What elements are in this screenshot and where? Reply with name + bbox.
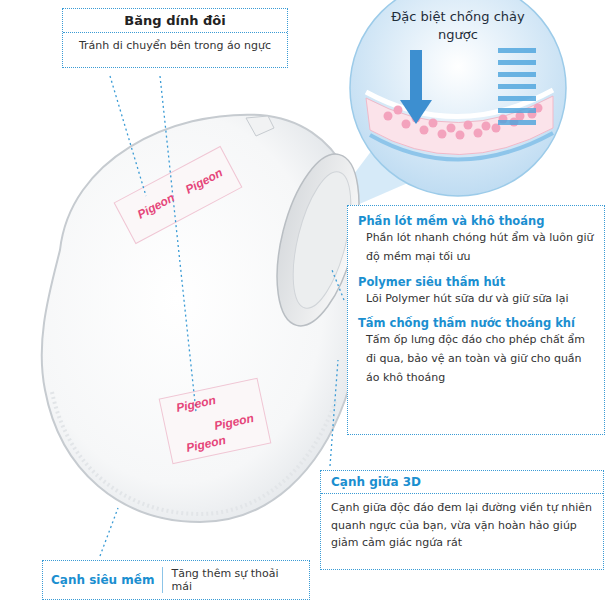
polymer-bead: [464, 121, 473, 130]
polymer-bead: [402, 120, 411, 129]
callout-heading: Băng dính đôi: [63, 9, 287, 33]
polymer-bead: [456, 131, 465, 140]
brand-logo: Pigeon: [135, 190, 177, 221]
brand-logo: Pigeon: [185, 433, 227, 455]
magnifier-circle: [350, 0, 566, 196]
callout-heading: Phần lót mềm và khô thoáng: [358, 214, 596, 228]
brand-logo: Pigeon: [213, 411, 255, 433]
polymer-bead: [394, 106, 403, 115]
callout-heading: Cạnh giữa 3D: [321, 471, 603, 494]
callout-text: Polymer siêu thấm hút: [358, 275, 596, 289]
polymer-bead: [482, 122, 491, 131]
airflow-stripe: [498, 72, 536, 77]
leader-line: [160, 76, 196, 412]
pad-soft-edge: [52, 392, 336, 514]
flow-arrow: [400, 100, 432, 124]
leader-line: [110, 76, 146, 196]
leader-line: [330, 360, 338, 466]
airflow-stripe: [498, 108, 536, 113]
airflow-stripe: [498, 48, 536, 53]
airflow-stripe: [498, 96, 536, 101]
callout-text: Tấm chống thấm nước thoáng khí: [358, 316, 596, 330]
polymer-bead: [447, 124, 456, 133]
airflow-stripe: [498, 60, 536, 65]
callout-box: Cạnh siêu mềmTăng thêm sự thoải mái: [42, 560, 310, 600]
polymer-bead: [384, 112, 393, 121]
leader-line: [332, 270, 344, 300]
callout-text: Tăng thêm sự thoải mái: [162, 567, 301, 593]
callout-heading: Cạnh siêu mềm: [51, 573, 162, 587]
callout-text: Cạnh giữa độc đáo đem lại đường viền tự …: [321, 494, 603, 552]
callout-text: Lõi Polymer hút sữa dư và giữ sữa lại: [358, 289, 596, 308]
brand-logo: Pigeon: [175, 393, 217, 415]
leader-line: [100, 508, 118, 556]
polymer-bead: [429, 119, 438, 128]
polymer-bead: [420, 126, 429, 135]
callout-box: Băng dính đôiTránh di chuyển bên trong á…: [62, 8, 288, 68]
leader-lines: [100, 76, 344, 556]
adhesive-tape: [159, 378, 271, 463]
pad-notch: [246, 116, 274, 136]
callout-text: Tấm ốp lưng độc đáo cho phép chất ẩm đi …: [358, 330, 596, 388]
callout-text: Đặc biệt chống chảy ngược: [388, 8, 528, 43]
callout-text: Phần lót nhanh chóng hút ẩm và luôn giữ …: [358, 228, 596, 267]
top-sheet: [366, 90, 553, 117]
callout-box: Phần lót mềm và khô thoángPhần lót nhanh…: [347, 205, 605, 435]
polymer-bead: [474, 129, 483, 138]
airflow-stripe: [498, 84, 536, 89]
airflow-stripe: [498, 120, 536, 125]
brand-logo: Pigeon: [183, 165, 225, 196]
polymer-bead: [438, 130, 447, 139]
adhesive-tape: [114, 147, 242, 244]
flow-arrow: [410, 50, 422, 102]
magnifier-callout: Đặc biệt chống chảy ngược: [348, 0, 568, 198]
callout-text: Tránh di chuyển bên trong áo ngực: [63, 33, 287, 59]
callout-box: Cạnh giữa 3DCạnh giữa độc đáo đem lại đư…: [320, 470, 604, 570]
